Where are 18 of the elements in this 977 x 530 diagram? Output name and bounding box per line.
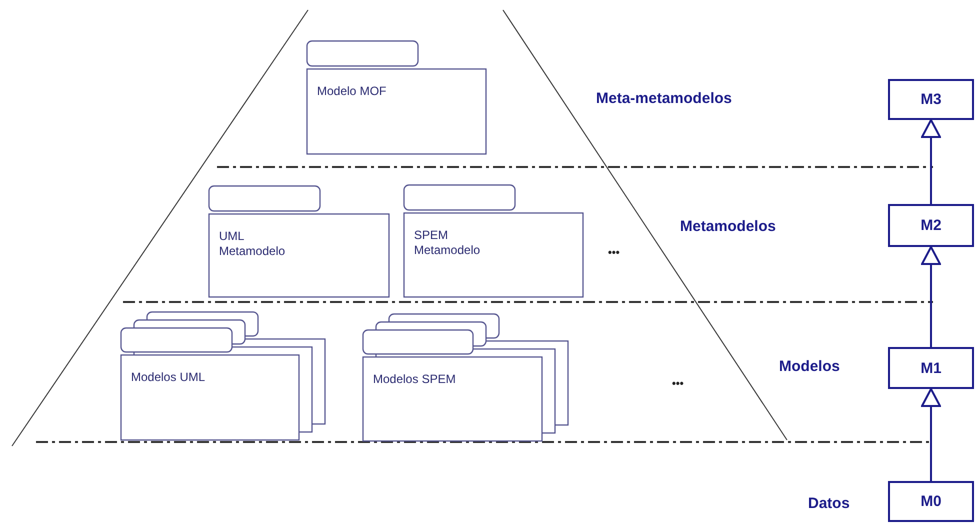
level-label: Datos: [808, 495, 850, 512]
level-box: M1: [888, 347, 974, 389]
level-label: Meta-metamodelos: [596, 90, 732, 107]
package-label: Modelo MOF: [317, 84, 388, 99]
level-box: M0: [888, 481, 974, 522]
package-label: Modelos SPEM: [373, 372, 457, 387]
package-label: Modelos UML: [131, 370, 206, 385]
generalization-arrow: [921, 246, 941, 347]
generalization-arrow: [921, 388, 941, 481]
package-label: SPEM Metamodelo: [414, 228, 482, 258]
level-label: Metamodelos: [680, 218, 776, 235]
package-label: UML Metamodelo: [219, 229, 286, 259]
generalization-arrow: [921, 119, 941, 204]
level-box: M2: [888, 204, 974, 247]
ellipsis: •••: [608, 247, 620, 259]
ellipsis: •••: [672, 378, 684, 390]
level-box: M3: [888, 79, 974, 120]
level-label: Modelos: [779, 358, 840, 375]
